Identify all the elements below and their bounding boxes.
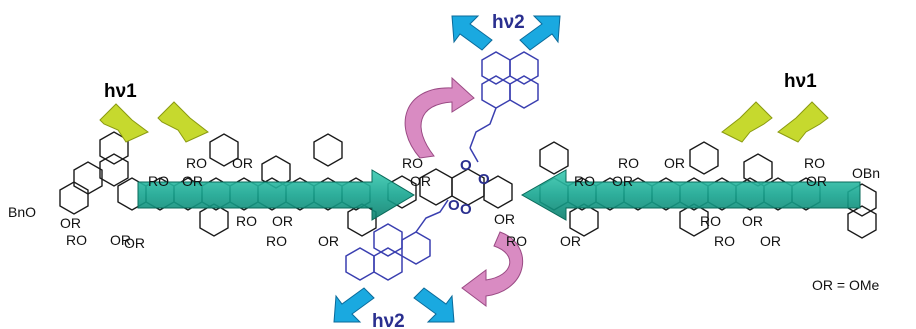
hv2-top-label: hν2	[492, 12, 525, 33]
hv1-left-arrows	[99, 101, 209, 143]
top-pyrene	[469, 51, 539, 163]
ester-o: O	[460, 157, 472, 174]
ro-group: RO	[148, 173, 169, 189]
legend-text: OR = OMe	[812, 277, 880, 293]
or-group: OR	[742, 213, 763, 229]
ro-group: RO	[186, 155, 207, 171]
ro-group: RO	[804, 155, 825, 171]
hv2-bottom-label: hν2	[372, 311, 405, 329]
or-group: OR	[272, 213, 293, 229]
or-group: OR	[318, 233, 339, 249]
or-group: OR	[60, 215, 81, 231]
or-group: OR	[664, 155, 685, 171]
bno-group: BnO	[8, 204, 36, 220]
ro-group: RO	[700, 213, 721, 229]
ro-group: RO	[714, 233, 735, 249]
obn-group: OBn	[852, 165, 880, 181]
ro-group: RO	[66, 232, 87, 248]
ro-group: RO	[236, 213, 257, 229]
bottom-pyrene	[345, 199, 449, 281]
or-group: OR	[124, 235, 145, 251]
or-group: OR	[410, 173, 431, 189]
hv1-right-label: hν1	[784, 71, 817, 92]
or-group: OR	[560, 233, 581, 249]
ro-group: RO	[266, 233, 287, 249]
top-transfer-arrow	[404, 76, 475, 159]
ro-group: RO	[574, 173, 595, 189]
hv2-top-arrows	[451, 15, 561, 51]
bottom-transfer-arrow	[461, 231, 524, 307]
ro-group: RO	[506, 233, 527, 249]
hv1-right-arrows	[721, 101, 829, 143]
or-group: OR	[182, 173, 203, 189]
left-energy-band	[137, 169, 415, 221]
hv1-left-label: hν1	[104, 81, 137, 102]
ro-group: RO	[618, 155, 639, 171]
ro-group: RO	[402, 155, 423, 171]
or-group: OR	[760, 233, 781, 249]
or-group: OR	[232, 155, 253, 171]
right-energy-band	[520, 169, 861, 221]
hv2-bottom-arrows	[333, 287, 455, 323]
or-group: OR	[806, 173, 827, 189]
ester-o: O	[460, 201, 472, 218]
ester-o: O	[478, 171, 490, 188]
or-group: OR	[110, 232, 131, 248]
or-group: OR	[494, 211, 515, 227]
or-group: OR	[612, 173, 633, 189]
ester-o: O	[448, 197, 460, 214]
